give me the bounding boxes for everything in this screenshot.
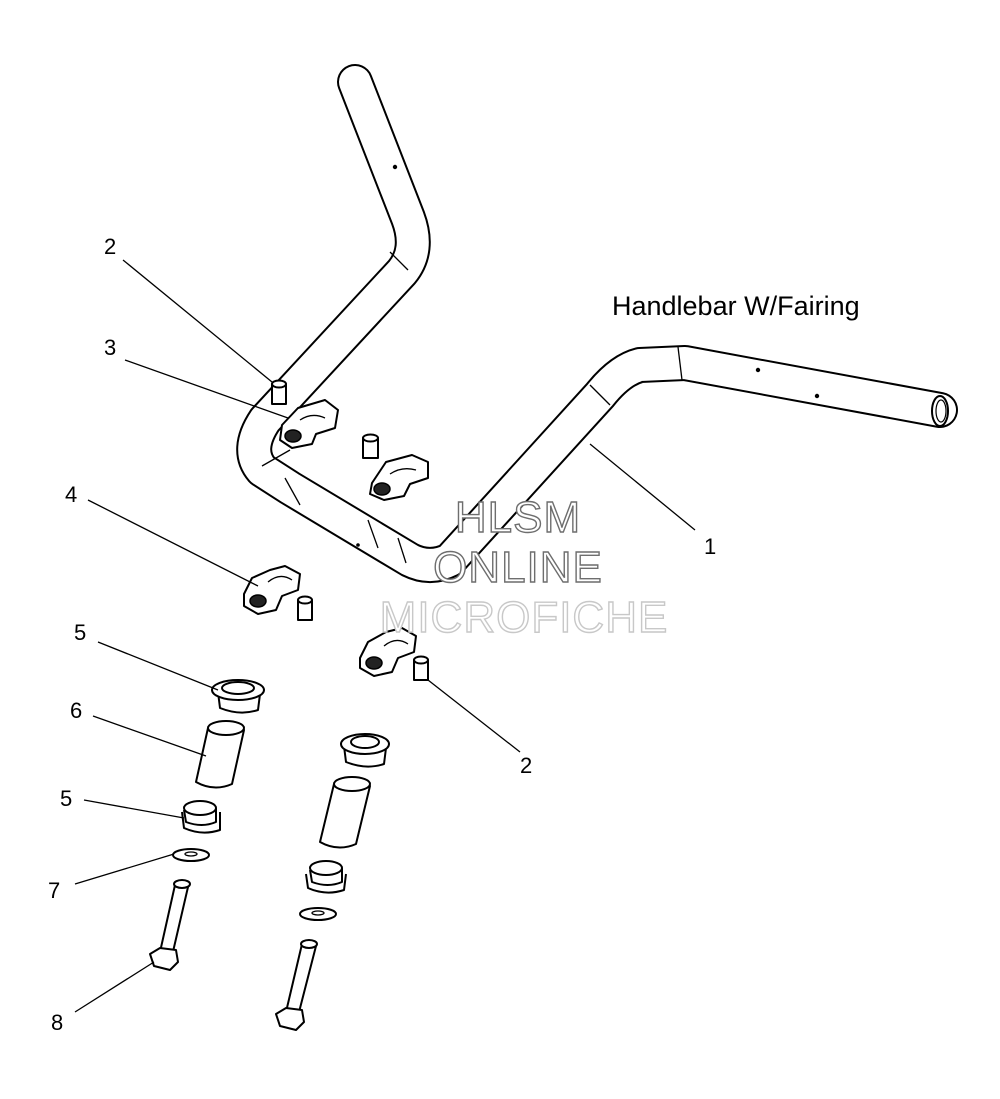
handlebar[interactable] — [236, 64, 958, 583]
callout-2-top: 2 — [104, 234, 116, 259]
callout-8: 8 — [51, 1010, 63, 1035]
bushing-lower-right[interactable] — [305, 860, 347, 894]
callout-3: 3 — [104, 335, 116, 360]
callout-5-top: 5 — [74, 620, 86, 645]
bushing-upper-right[interactable] — [340, 733, 390, 768]
callout-2-right: 2 — [520, 753, 532, 778]
diagram-title: Handlebar W/Fairing — [612, 291, 860, 321]
leader-lines — [74, 259, 696, 1013]
bushing-upper-left[interactable] — [211, 679, 265, 714]
riser-left[interactable] — [243, 565, 301, 615]
washer-right[interactable] — [299, 907, 337, 921]
spacer-sleeve-left[interactable] — [195, 720, 245, 789]
callout-5-bottom: 5 — [60, 786, 72, 811]
callout-7: 7 — [48, 878, 60, 903]
upper-clamp-right[interactable] — [369, 454, 429, 501]
bolt-right[interactable] — [275, 939, 318, 1031]
clamp-bolt-top-left[interactable] — [271, 379, 287, 405]
callout-1: 1 — [704, 534, 716, 559]
callout-4: 4 — [65, 482, 77, 507]
watermark-line-3: MICROFICHE — [380, 593, 669, 642]
clamp-bolt-top-middle[interactable] — [362, 433, 379, 459]
upper-clamp-left[interactable] — [279, 399, 339, 449]
riser-bolt-left[interactable] — [297, 595, 313, 621]
watermark-line-1: HLSM — [455, 493, 581, 542]
watermark-line-2: ONLINE — [433, 543, 603, 592]
riser-right[interactable] — [359, 627, 417, 677]
bolt-left[interactable] — [149, 879, 191, 971]
riser-bolt-right[interactable] — [413, 655, 429, 681]
callout-6: 6 — [70, 698, 82, 723]
washer-left[interactable] — [172, 848, 210, 862]
bushing-lower-left[interactable] — [181, 800, 221, 834]
spacer-sleeve-right[interactable] — [319, 776, 371, 849]
